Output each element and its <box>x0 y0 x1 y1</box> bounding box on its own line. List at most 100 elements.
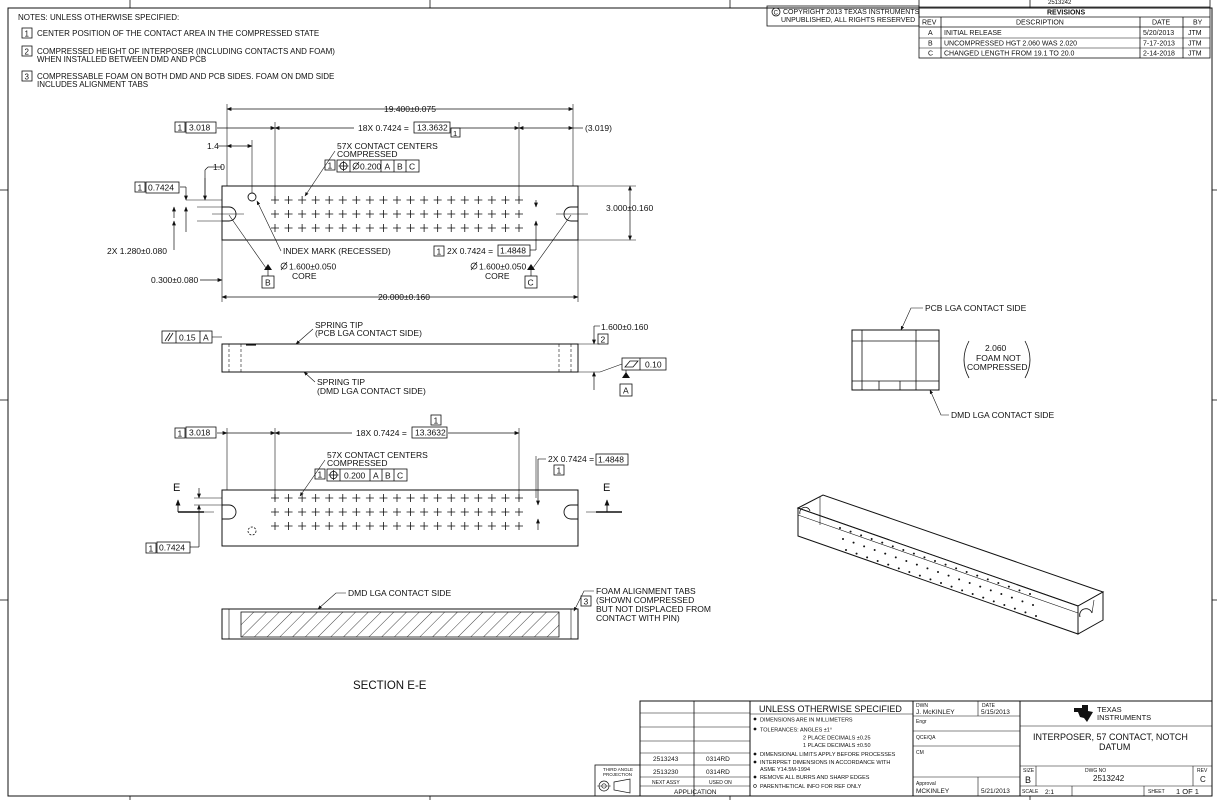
dim-2x-1280: 2X 1.280±0.080 <box>107 246 167 256</box>
flatness-icon <box>624 360 639 368</box>
diameter-icon-right <box>470 262 478 270</box>
end-view: PCB LGA CONTACT SIDE DMD LGA CONTACT SID… <box>851 303 1054 420</box>
scale-label: SCALE <box>1022 789 1039 795</box>
iso-contact-dot <box>992 600 995 603</box>
sheet-label: SHEET <box>1148 789 1165 795</box>
qa-label: QCE/QA <box>916 735 936 741</box>
contact-center-mark <box>365 522 374 530</box>
bottom-dim-2x-prefix: 2X 0.7424 = <box>548 454 594 464</box>
rev-value: C <box>1200 775 1206 784</box>
iso-contact-dot <box>912 552 915 555</box>
contact-center-mark <box>460 522 469 530</box>
contact-center-mark <box>311 196 320 204</box>
iso-contact-dot <box>968 582 971 584</box>
contact-center-mark <box>338 196 347 204</box>
bottom-note-box-left: 1 <box>178 429 183 439</box>
contact-center-mark <box>406 522 415 530</box>
bottom-note-box-top: 1 <box>434 416 439 426</box>
iso-contact-dot <box>866 556 869 559</box>
contact-center-mark <box>271 210 279 218</box>
spring-tip-top-2: (PCB LGA CONTACT SIDE) <box>315 328 422 338</box>
bottom-contact-label-2: COMPRESSED <box>327 458 387 468</box>
dim-pitch-note: 1 <box>453 129 457 138</box>
bottom-dim-left: 3.018 <box>189 428 211 438</box>
title-block: 2513243 0314RD 2513230 0314RD NEXT ASSY … <box>594 700 1213 797</box>
copyright-symbol: C <box>774 11 779 17</box>
notes-block: NOTES: UNLESS OTHERWISE SPECIFIED: 1 CEN… <box>18 13 335 89</box>
contact-center-mark <box>433 196 442 204</box>
iso-contact-dot <box>950 585 953 588</box>
iso-contact-dot <box>849 530 852 533</box>
contact-center-mark <box>501 522 510 530</box>
side-view-body <box>221 343 579 373</box>
contact-center-mark <box>393 494 401 502</box>
bottom-dim-pitch-box: 13.3632 <box>415 428 446 438</box>
contact-center-mark <box>474 224 483 232</box>
note-3-number: 3 <box>25 73 30 82</box>
projection-line2: PROJECTION <box>603 772 632 777</box>
contact-center-mark <box>284 196 293 204</box>
rev-row-a-rev: A <box>928 30 933 37</box>
diameter-icon <box>352 162 360 170</box>
dim-left-pitch: 0.7424 <box>148 183 174 193</box>
rev-row-a-by: JTM <box>1188 30 1202 37</box>
bottom-position-icon <box>328 470 339 480</box>
dwn-name: J. McKINLEY <box>916 709 955 716</box>
dim-2x-pitch-prefix: 2X 0.7424 = <box>447 246 493 256</box>
iso-contact-dot <box>891 545 894 548</box>
tb-note-1: TOLERANCES: ANGLES ±1° <box>760 728 832 734</box>
dwn-date: 5/15/2013 <box>981 709 1010 716</box>
contact-center-mark <box>365 494 374 502</box>
dim-0300: 0.300±0.080 <box>151 275 198 285</box>
iso-contact-dot <box>1021 600 1024 603</box>
contact-center-mark <box>433 508 442 516</box>
tb-note-5: INTERPRET DIMENSIONS IN ACCORDANCE WITH <box>760 760 890 766</box>
bottom-dim-2x-box: 1.4848 <box>598 455 624 465</box>
rev-header-date: DATE <box>1152 20 1170 27</box>
core-left-label: CORE <box>292 271 317 281</box>
bottom-fcf-frame <box>326 468 408 482</box>
contact-center-mark <box>487 508 496 516</box>
contact-center-mark <box>433 210 442 218</box>
company-line2: INSTRUMENTS <box>1097 713 1151 722</box>
contact-center-mark <box>487 494 496 502</box>
contact-center-mark <box>501 494 510 502</box>
contact-center-mark <box>284 494 293 502</box>
contact-center-mark <box>325 210 334 218</box>
top-note-box-left: 1 <box>178 123 183 133</box>
iso-contact-dot <box>955 567 958 570</box>
contact-center-mark <box>352 196 361 204</box>
iso-contact-dot <box>1029 593 1031 595</box>
contact-center-mark <box>352 494 361 502</box>
core-left-dia: 1.600±0.050 <box>289 262 336 272</box>
iso-contact-dot <box>908 571 911 573</box>
top-view-body <box>221 185 579 241</box>
tb-note-0: DIMENSIONS ARE IN MILLIMETERS <box>760 718 853 724</box>
next-assy-label: NEXT ASSY <box>652 780 680 786</box>
contact-center-mark <box>311 224 320 232</box>
index-mark-label: INDEX MARK (RECESSED) <box>283 246 391 256</box>
iso-contact-dot <box>926 567 929 570</box>
date-label: DATE <box>982 703 996 709</box>
copyright-line1: COPYRIGHT 2013 TEXAS INSTRUMENTS <box>783 9 920 16</box>
contact-center-mark <box>311 210 320 218</box>
iso-contact-dot <box>958 578 961 581</box>
top-fcf-datum-c: C <box>409 162 415 172</box>
contact-center-mark <box>460 224 469 232</box>
contact-center-mark <box>284 522 293 530</box>
side-view: 0.15 A SPRING TIP (PCB LGA CONTACT SIDE)… <box>161 320 667 397</box>
iso-contact-dot <box>884 552 887 555</box>
contact-center-mark <box>433 494 442 502</box>
approval-date: 5/21/2013 <box>981 788 1010 795</box>
iso-contact-dot <box>876 560 879 562</box>
iso-contact-dot <box>852 541 855 544</box>
bottom-fcf-tol: 0.200 <box>344 471 366 481</box>
copyright-block: C COPYRIGHT 2013 TEXAS INSTRUMENTS UNPUB… <box>766 5 920 27</box>
section-note-box: 3 <box>584 597 589 607</box>
rev-label: REV <box>1197 768 1208 774</box>
top-fcf-datum-b: B <box>397 162 403 172</box>
iso-contact-dot <box>845 549 847 551</box>
iso-contact-dot <box>929 578 932 581</box>
